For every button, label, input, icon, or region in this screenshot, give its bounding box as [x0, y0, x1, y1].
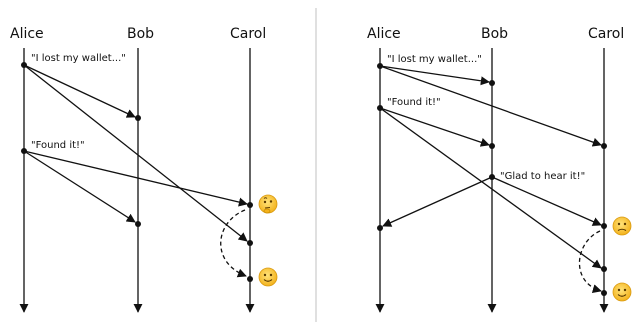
right-arrow-alice-carol-1: [379, 65, 602, 147]
left-message-label-1: "I lost my wallet...": [31, 53, 126, 64]
left-dashed-reorder-arrow: [220, 209, 247, 278]
right-message-label-3: "Glad to hear it!": [500, 171, 585, 182]
right-arrow-alice-bob-1: [379, 65, 490, 86]
right-message-label-1: "I lost my wallet...": [387, 54, 482, 65]
right-message-label-2: "Found it!": [387, 97, 441, 108]
right-header-alice: Alice: [367, 26, 401, 42]
right-recv-bob-2: [489, 143, 495, 149]
right-arrow-bob-alice-3: [382, 176, 493, 227]
thinking-face-icon: [258, 194, 278, 214]
right-header-bob: Bob: [481, 26, 508, 42]
right-panel: Alice Bob Carol "I lost my wallet..." "F…: [367, 26, 632, 313]
left-arrow-alice-bob-1: [23, 64, 136, 118]
left-recv-bob-2: [135, 221, 141, 227]
left-header-alice: Alice: [10, 26, 44, 42]
right-recv-bob-1: [489, 80, 495, 86]
left-message-label-2: "Found it!": [31, 140, 85, 151]
right-deliver-carol: [601, 290, 607, 296]
confused-face-icon: [612, 216, 632, 236]
left-arrow-alice-carol-2: [23, 150, 248, 207]
right-arrow-alice-carol-2: [379, 107, 602, 269]
left-header-bob: Bob: [127, 26, 154, 42]
right-recv-carol-2: [601, 266, 607, 272]
right-arrow-bob-carol-3: [491, 176, 602, 226]
left-header-carol: Carol: [230, 26, 266, 42]
right-recv-carol-3: [601, 223, 607, 229]
left-arrow-alice-carol-1: [23, 64, 248, 242]
right-header-carol: Carol: [588, 26, 624, 42]
left-arrow-alice-bob-2: [23, 150, 136, 223]
right-dashed-reorder-arrow: [578, 230, 602, 294]
slightly-smiling-face-icon: [612, 282, 632, 302]
right-recv-carol-1: [601, 143, 607, 149]
left-recv-bob-1: [135, 115, 141, 121]
left-panel: Alice Bob Carol "I lost my wallet..." "F…: [10, 26, 278, 313]
right-recv-alice-3: [377, 225, 383, 231]
slightly-smiling-face-icon: [258, 267, 278, 287]
left-recv-carol-2: [247, 202, 253, 208]
left-deliver-carol: [247, 276, 253, 282]
right-arrow-alice-bob-2: [379, 107, 490, 147]
left-recv-carol-1: [247, 240, 253, 246]
